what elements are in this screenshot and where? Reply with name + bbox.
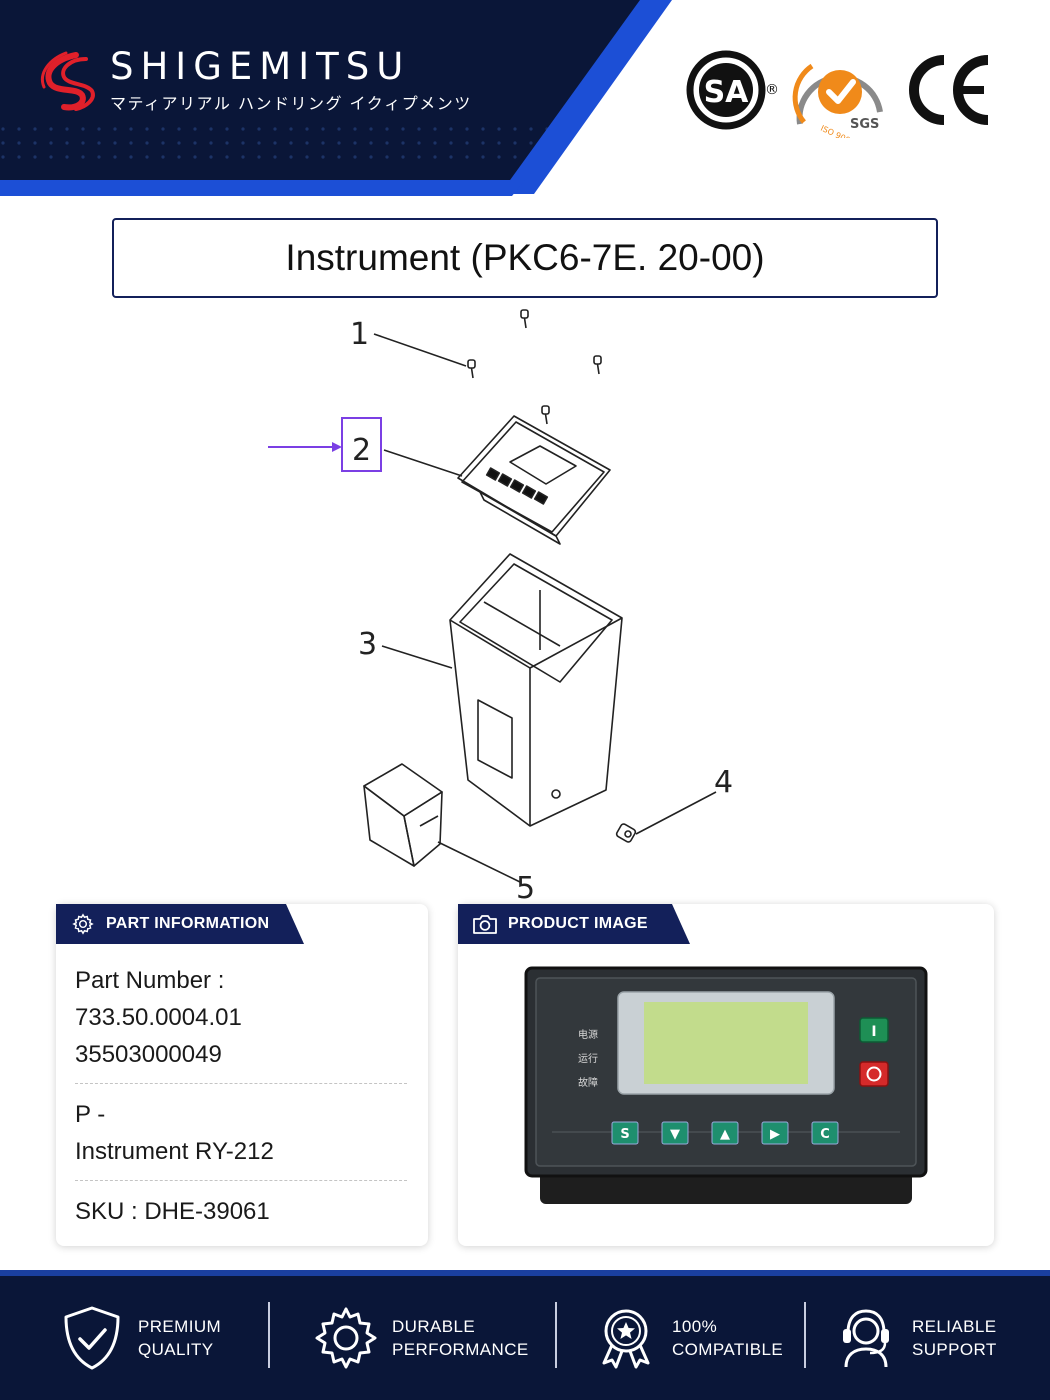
callout-5: 5 [516, 871, 535, 900]
key-up: ▲ [720, 1127, 730, 1142]
product-image-tab-label: PRODUCT IMAGE [508, 915, 648, 932]
highlight-marker [268, 417, 382, 472]
part-number-1: 733.50.0004.01 [75, 1004, 242, 1031]
feature-reliable-support: RELIABLE SUPPORT [834, 1302, 997, 1374]
feature-3-line1: 100% [672, 1317, 718, 1336]
panel-label-power: 电源 [578, 1028, 598, 1041]
page-title: Instrument (PKC6-7E. 20-00) [285, 237, 765, 278]
certification-logos: SA ® ISO 9001:2000 SGS [686, 50, 989, 138]
feature-divider [555, 1302, 557, 1368]
feature-4-line2: SUPPORT [912, 1340, 997, 1359]
power-on-button: I [871, 1024, 876, 1040]
gear-icon [72, 913, 94, 935]
feature-4-line1: RELIABLE [912, 1317, 997, 1336]
title-box: Instrument (PKC6-7E. 20-00) [112, 218, 938, 298]
ce-mark-icon [909, 55, 989, 125]
part-info-body: Part Number : 733.50.0004.01 35503000049… [75, 962, 407, 1230]
feature-2-line2: PERFORMANCE [392, 1340, 529, 1359]
part-info-tab-label: PART INFORMATION [106, 915, 270, 932]
part-number-label: Part Number : [75, 967, 225, 994]
callout-4: 4 [714, 765, 733, 800]
award-star-icon [602, 1309, 650, 1369]
brand-subtitle: マティアリアル ハンドリング イクィプメンツ [110, 94, 472, 113]
key-c: C [820, 1127, 830, 1142]
screw-part [467, 309, 602, 425]
key-right: ▶ [770, 1127, 780, 1142]
header-band [0, 0, 672, 196]
housing-box-part [449, 553, 623, 827]
iso-sgs-logo-icon: ISO 9001:2000 SGS [792, 63, 883, 138]
sku-value: SKU : DHE-39061 [75, 1198, 270, 1225]
gear-icon [315, 1307, 377, 1369]
controller-product-photo: 电源 运行 故障 I S ▼ ▲ ▶ C [524, 966, 928, 1204]
feature-durable-performance: DURABLE PERFORMANCE [314, 1302, 529, 1374]
csa-logo-icon: SA ® [686, 50, 779, 130]
instrument-panel-part [457, 415, 611, 545]
feature-premium-quality: PREMIUM QUALITY [60, 1302, 221, 1374]
key-s: S [620, 1127, 629, 1142]
footer-features-bar: PREMIUM QUALITY DURABLE PERFORMANCE 100%… [0, 1270, 1050, 1400]
feature-compatible: 100% COMPATIBLE [594, 1302, 783, 1374]
shield-check-icon [64, 1306, 120, 1370]
product-image-tab: PRODUCT IMAGE [458, 904, 690, 944]
svg-text:®: ® [765, 82, 779, 98]
svg-text:SA: SA [704, 75, 750, 110]
feature-divider [804, 1302, 806, 1368]
camera-icon [473, 915, 497, 934]
feature-1-line2: QUALITY [138, 1340, 214, 1359]
part-description: Instrument RY-212 [75, 1138, 274, 1165]
brand-logo-icon [41, 51, 95, 111]
p-label: P - [75, 1101, 106, 1128]
divider [75, 1180, 407, 1181]
part-info-card: PART INFORMATION Part Number : 733.50.00… [56, 904, 428, 1246]
callout-3: 3 [358, 627, 377, 662]
panel-label-fault: 故障 [578, 1076, 598, 1089]
feature-divider [268, 1302, 270, 1368]
cable-gland-part [615, 823, 637, 843]
feature-2-line1: DURABLE [392, 1317, 476, 1336]
part-number-2: 35503000049 [75, 1041, 222, 1068]
exploded-parts-diagram: 1 2 3 4 5 [268, 309, 733, 900]
feature-3-line2: COMPATIBLE [672, 1340, 784, 1359]
brand-name: SHIGEMITSU [110, 45, 411, 88]
callout-1: 1 [350, 317, 369, 352]
feature-1-line1: PREMIUM [138, 1317, 222, 1336]
part-info-tab: PART INFORMATION [56, 904, 304, 944]
panel-label-run: 运行 [578, 1052, 598, 1065]
callout-2: 2 [352, 433, 371, 468]
svg-text:SGS: SGS [850, 117, 879, 132]
brand: SHIGEMITSU マティアリアル ハンドリング イクィプメンツ [36, 48, 472, 114]
product-image-card: PRODUCT IMAGE 电源 运行 故障 I S ▼ ▲ ▶ C [458, 904, 994, 1246]
terminal-module-part [363, 763, 443, 867]
divider [75, 1083, 407, 1084]
key-down: ▼ [670, 1127, 680, 1142]
headset-support-icon [843, 1309, 889, 1368]
